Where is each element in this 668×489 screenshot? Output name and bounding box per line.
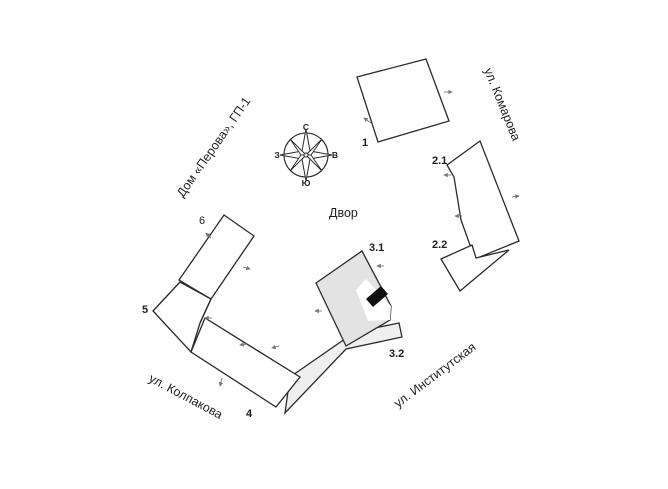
entrance-arrow [205,232,212,239]
building-4[interactable] [190,317,301,408]
building-6[interactable] [178,214,255,300]
building-6-label: 6 [199,215,205,227]
building-2-1-label: 2.1 [432,155,447,167]
entrance-arrow [218,377,224,387]
building-3-2-label: 3.2 [389,348,404,360]
building-4-label: 4 [246,408,253,420]
building-3-1-label: 3.1 [369,242,384,254]
entrance-arrow [239,342,248,347]
compass-rose-icon [279,128,333,182]
street-kolpakova: ул. Колпакова [147,371,225,422]
street-komarova: ул. Комарова [481,66,523,143]
street-house-perova: Дом «Перова», ГП-1 [174,94,254,199]
entrance-arrow [242,265,251,271]
entrance-arrow [271,344,280,350]
compass-east: В [332,150,338,160]
entrance-arrow [363,117,372,124]
selected-section[interactable] [366,286,388,307]
building-1[interactable] [356,58,450,143]
building-2-2[interactable] [440,244,510,292]
building-5-label: 5 [142,304,148,316]
street-institutskaya: ул. Институтская [391,340,478,410]
building-2-1[interactable] [446,139,520,260]
building-2-2-label: 2.2 [432,239,447,251]
compass-west: З [274,150,279,160]
entrance-arrow [511,194,520,199]
yard-label: Двор [329,206,358,220]
building-1-label: 1 [362,137,368,149]
compass-north: С [303,122,309,132]
compass-south: Ю [302,178,311,188]
building-4-divider [199,298,212,324]
